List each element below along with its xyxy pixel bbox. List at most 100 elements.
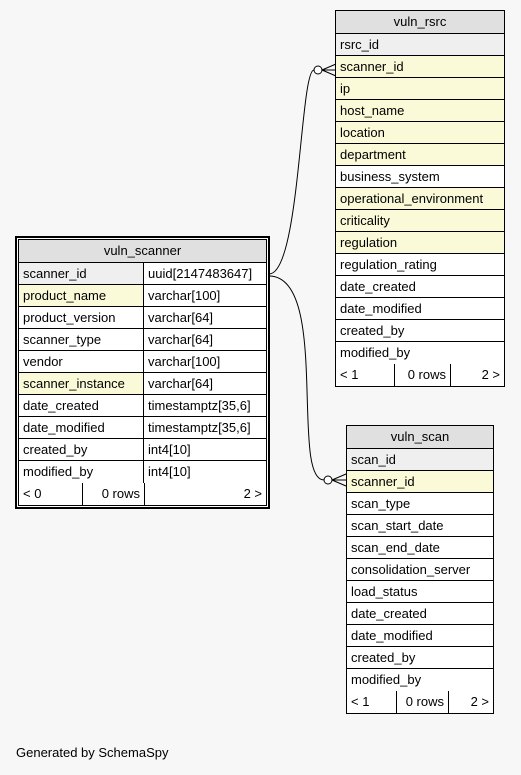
- table-footer: < 1 0 rows 2 >: [347, 691, 493, 713]
- column-row[interactable]: ip: [336, 78, 504, 100]
- column-name: created_by: [23, 442, 88, 457]
- column-row[interactable]: modified_by: [347, 669, 493, 691]
- column-row[interactable]: created_by: [336, 320, 504, 342]
- parents-count[interactable]: < 1: [351, 694, 370, 709]
- column-row[interactable]: date_modified: [336, 298, 504, 320]
- column-name: date_modified: [340, 301, 422, 316]
- column-name: scanner_id: [19, 263, 143, 284]
- column-row[interactable]: rsrc_id: [336, 34, 504, 56]
- column-row[interactable]: date_created: [347, 603, 493, 625]
- column-name: date_created: [23, 398, 99, 413]
- column-name: modified_by: [340, 345, 411, 360]
- column-row[interactable]: department: [336, 144, 504, 166]
- column-name: business_system: [340, 169, 440, 184]
- children-count[interactable]: 2 >: [450, 364, 504, 386]
- table-title: vuln_scan: [347, 426, 493, 449]
- parents-count[interactable]: < 1: [340, 367, 359, 382]
- column-row[interactable]: scan_start_date: [347, 515, 493, 537]
- column-name: vendor: [23, 354, 63, 369]
- column-name: host_name: [336, 100, 504, 121]
- edge-scanner-to-rsrc: [268, 69, 315, 275]
- edge-scan-optional-marker: [323, 475, 333, 485]
- table-footer: < 1 0 rows 2 >: [336, 364, 504, 386]
- column-name: regulation_rating: [340, 257, 437, 272]
- column-row[interactable]: scan_id: [347, 449, 493, 471]
- edge-scan-crowfoot: [331, 473, 347, 487]
- edge-rsrc-optional-marker: [313, 65, 323, 75]
- column-name: load_status: [351, 584, 418, 599]
- column-row[interactable]: scanner_type varchar[64]: [19, 329, 266, 351]
- column-name: scanner_id: [347, 471, 493, 492]
- column-row[interactable]: date_modified: [347, 625, 493, 647]
- column-type: int4[10]: [143, 461, 266, 483]
- column-row[interactable]: operational_environment: [336, 188, 504, 210]
- column-row[interactable]: host_name: [336, 100, 504, 122]
- column-name: scan_type: [351, 496, 411, 511]
- column-row[interactable]: created_by int4[10]: [19, 439, 266, 461]
- edge-rsrc-crowfoot: [321, 63, 337, 77]
- column-name: date_created: [351, 606, 427, 621]
- column-name: scanner_instance: [19, 373, 143, 394]
- column-type: varchar[64]: [143, 307, 266, 328]
- parents-count[interactable]: < 0: [23, 486, 42, 501]
- column-name: date_modified: [23, 420, 105, 435]
- column-name: product_name: [19, 285, 143, 306]
- column-name: scanner_type: [23, 332, 102, 347]
- column-row[interactable]: regulation_rating: [336, 254, 504, 276]
- row-count: 0 rows: [396, 691, 448, 713]
- row-count: 0 rows: [82, 483, 144, 505]
- column-name: scan_end_date: [351, 540, 440, 555]
- table-title: vuln_scanner: [19, 240, 266, 263]
- column-name: rsrc_id: [336, 34, 504, 55]
- column-row[interactable]: created_by: [347, 647, 493, 669]
- column-row[interactable]: business_system: [336, 166, 504, 188]
- column-row[interactable]: scan_type: [347, 493, 493, 515]
- column-name: date_created: [340, 279, 416, 294]
- column-type: uuid[2147483647]: [143, 263, 266, 284]
- column-name: scan_id: [347, 449, 493, 470]
- column-row[interactable]: consolidation_server: [347, 559, 493, 581]
- column-name: ip: [336, 78, 504, 99]
- column-type: varchar[100]: [143, 285, 266, 306]
- column-row[interactable]: criticality: [336, 210, 504, 232]
- column-name: scanner_id: [336, 56, 504, 77]
- column-row[interactable]: regulation: [336, 232, 504, 254]
- column-row[interactable]: modified_by int4[10]: [19, 461, 266, 483]
- column-name: regulation: [336, 232, 504, 253]
- column-row[interactable]: load_status: [347, 581, 493, 603]
- children-count[interactable]: 2 >: [448, 691, 493, 713]
- column-row[interactable]: scanner_id: [336, 56, 504, 78]
- column-type: int4[10]: [143, 439, 266, 460]
- column-row[interactable]: date_modified timestamptz[35,6]: [19, 417, 266, 439]
- column-name: date_modified: [351, 628, 433, 643]
- table-footer: < 0 0 rows 2 >: [19, 483, 266, 505]
- column-name: department: [336, 144, 504, 165]
- column-row[interactable]: vendor varchar[100]: [19, 351, 266, 373]
- column-row[interactable]: product_version varchar[64]: [19, 307, 266, 329]
- column-row[interactable]: scan_end_date: [347, 537, 493, 559]
- column-type: varchar[100]: [143, 351, 266, 372]
- table-title: vuln_rsrc: [336, 11, 504, 34]
- column-row[interactable]: modified_by: [336, 342, 504, 364]
- children-count[interactable]: 2 >: [144, 483, 266, 505]
- column-row[interactable]: scanner_id: [347, 471, 493, 493]
- generated-by-credit: Generated by SchemaSpy: [16, 745, 169, 760]
- column-name: product_version: [23, 310, 116, 325]
- column-row[interactable]: date_created: [336, 276, 504, 298]
- column-type: timestamptz[35,6]: [143, 417, 266, 438]
- column-type: varchar[64]: [143, 329, 266, 350]
- column-name: created_by: [351, 650, 416, 665]
- column-row[interactable]: location: [336, 122, 504, 144]
- edge-scanner-to-scan: [268, 275, 325, 481]
- column-name: modified_by: [23, 464, 94, 479]
